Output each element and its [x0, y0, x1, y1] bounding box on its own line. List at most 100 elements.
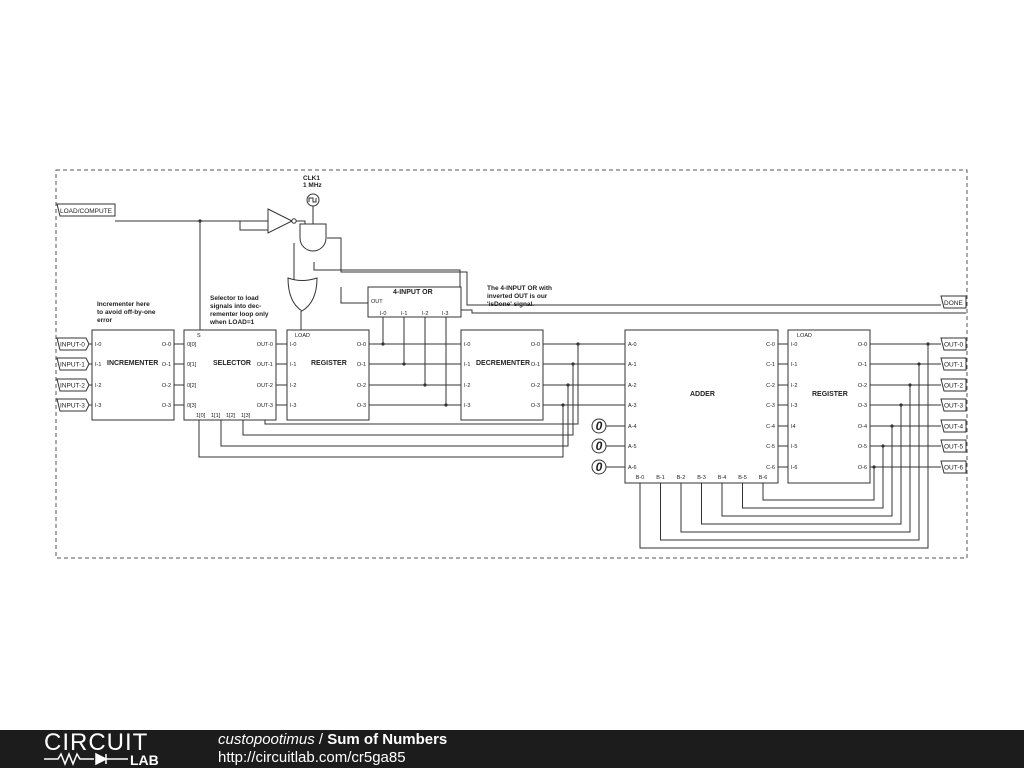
- selector-pin: OUT-1: [257, 362, 273, 368]
- accumulator-feedback-wire: [762, 467, 875, 501]
- incrementer-block: [91, 329, 175, 421]
- register1-pin: O-0: [357, 342, 366, 348]
- incrementer-pin: I-1: [95, 362, 101, 368]
- subcircuit-boundary: [55, 169, 968, 559]
- register1-pin: I-3: [290, 403, 296, 409]
- register2-pin: I-5: [791, 444, 797, 450]
- output-port-label: OUT-1: [944, 362, 964, 369]
- decrementer-title: DECREMENTER: [476, 360, 530, 367]
- feedback-wire: [264, 344, 579, 425]
- decrementer-block: [460, 329, 544, 421]
- svg-text:Incrementer here: Incrementer here: [97, 301, 150, 308]
- register2-pin: I-2: [791, 383, 797, 389]
- input-port-label: INPUT-2: [60, 383, 85, 390]
- adder-pin: C-2: [766, 383, 775, 389]
- register1-load-pin: LOAD: [295, 333, 310, 339]
- adder-pin: A-0: [628, 342, 637, 348]
- junction-dot: [890, 424, 894, 428]
- load-inverter-wire: [239, 221, 268, 231]
- selector-block: [183, 329, 277, 421]
- junction-dot: [899, 403, 903, 407]
- junction-dot: [908, 383, 912, 387]
- done-port[interactable]: DONE: [940, 295, 967, 309]
- register2-pin: O-4: [858, 424, 867, 430]
- adder-b-pin: B-2: [677, 475, 686, 481]
- register1-pin: O-3: [357, 403, 366, 409]
- selector-s-pin: S: [197, 333, 201, 339]
- author-link[interactable]: custopootimus: [218, 731, 315, 748]
- svg-text:to avoid off-by-one: to avoid off-by-one: [97, 309, 156, 316]
- or4-pin: I-1: [401, 311, 407, 317]
- output-port-label: OUT-4: [944, 424, 964, 431]
- load-compute-port[interactable]: LOAD/COMPUTE: [56, 203, 116, 217]
- constant-zero-label: 0: [596, 439, 603, 453]
- register2-load-pin: LOAD: [797, 333, 812, 339]
- adder-block: [624, 329, 779, 484]
- output-port[interactable]: [940, 419, 967, 433]
- logo-wave-icon: [44, 752, 128, 766]
- register2-pin: O-0: [858, 342, 867, 348]
- adder-pin: A-1: [628, 362, 637, 368]
- accumulator-feedback-wire: [701, 405, 902, 525]
- incrementer-pin: I-0: [95, 342, 101, 348]
- clock-source: CLK1 1 MHz: [303, 175, 323, 207]
- incrementer-title: INCREMENTER: [107, 360, 158, 367]
- output-port[interactable]: [940, 439, 967, 453]
- incrementer-pin: I-3: [95, 403, 101, 409]
- register2-pin: I4: [791, 424, 796, 430]
- selector-bottom-pin: 1[0]: [196, 413, 206, 419]
- selector-note: Selector to load signals into dec- remen…: [209, 295, 269, 326]
- input-port[interactable]: [56, 357, 90, 371]
- adder-b-pin: B-1: [656, 475, 665, 481]
- decrementer-pin: O-0: [531, 342, 540, 348]
- output-port[interactable]: [940, 357, 967, 371]
- inverter-gate: [267, 208, 297, 234]
- register2-pin: O-5: [858, 444, 867, 450]
- register1-title: REGISTER: [311, 360, 347, 367]
- clk-freq: 1 MHz: [303, 182, 323, 189]
- selector-pin: 0[1]: [187, 362, 197, 368]
- circuit-url[interactable]: http://circuitlab.com/cr5ga85: [218, 749, 406, 766]
- adder-pin: C-0: [766, 342, 775, 348]
- junction-dot: [576, 342, 580, 346]
- selector-pin: OUT-2: [257, 383, 273, 389]
- selector-pin: OUT-3: [257, 403, 273, 409]
- adder-b-pin: B-0: [636, 475, 645, 481]
- adder-b-pin: B-6: [759, 475, 768, 481]
- constant-zero-label: 0: [596, 419, 603, 433]
- decrementer-pin: O-2: [531, 383, 540, 389]
- input-port[interactable]: [56, 378, 90, 392]
- output-port[interactable]: [940, 337, 967, 351]
- and-out-wire: [327, 237, 343, 273]
- decrementer-pin: I-0: [464, 342, 470, 348]
- selector-pin: OUT-0: [257, 342, 273, 348]
- separator: /: [314, 731, 328, 748]
- constant-zero-label: 0: [596, 460, 603, 474]
- adder-pin: A-2: [628, 383, 637, 389]
- decrementer-pin: I-1: [464, 362, 470, 368]
- circuitlab-logo[interactable]: CIRCUIT: [44, 729, 149, 756]
- input-port[interactable]: [56, 398, 90, 412]
- logo-lab-text: LAB: [130, 752, 159, 768]
- schematic-canvas: LOAD/COMPUTE DONE CLK1 1 MHz 4-INPUT OR …: [55, 169, 968, 559]
- junction-dot: [917, 362, 921, 366]
- output-port[interactable]: [940, 378, 967, 392]
- selector-bottom-pin: 1[2]: [226, 413, 236, 419]
- adder-pin: A-4: [628, 424, 637, 430]
- input-port[interactable]: [56, 337, 90, 351]
- feedback-wire: [220, 385, 569, 447]
- or4-pin: I-3: [442, 311, 448, 317]
- register2-pin: I-6: [791, 465, 797, 471]
- svg-text:'isDone' signal.: 'isDone' signal.: [487, 301, 534, 308]
- output-port[interactable]: [940, 398, 967, 412]
- input-port-label: INPUT-0: [60, 342, 85, 349]
- incrementer-pin: O-3: [162, 403, 171, 409]
- or-gate: [287, 277, 318, 312]
- junction-dot: [571, 362, 575, 366]
- output-port-label: OUT-3: [944, 403, 964, 410]
- register2-pin: O-2: [858, 383, 867, 389]
- svg-text:when LOAD=1: when LOAD=1: [209, 319, 255, 326]
- output-port[interactable]: [940, 460, 967, 474]
- output-port-label: OUT-5: [944, 444, 964, 451]
- incrementer-pin: O-0: [162, 342, 171, 348]
